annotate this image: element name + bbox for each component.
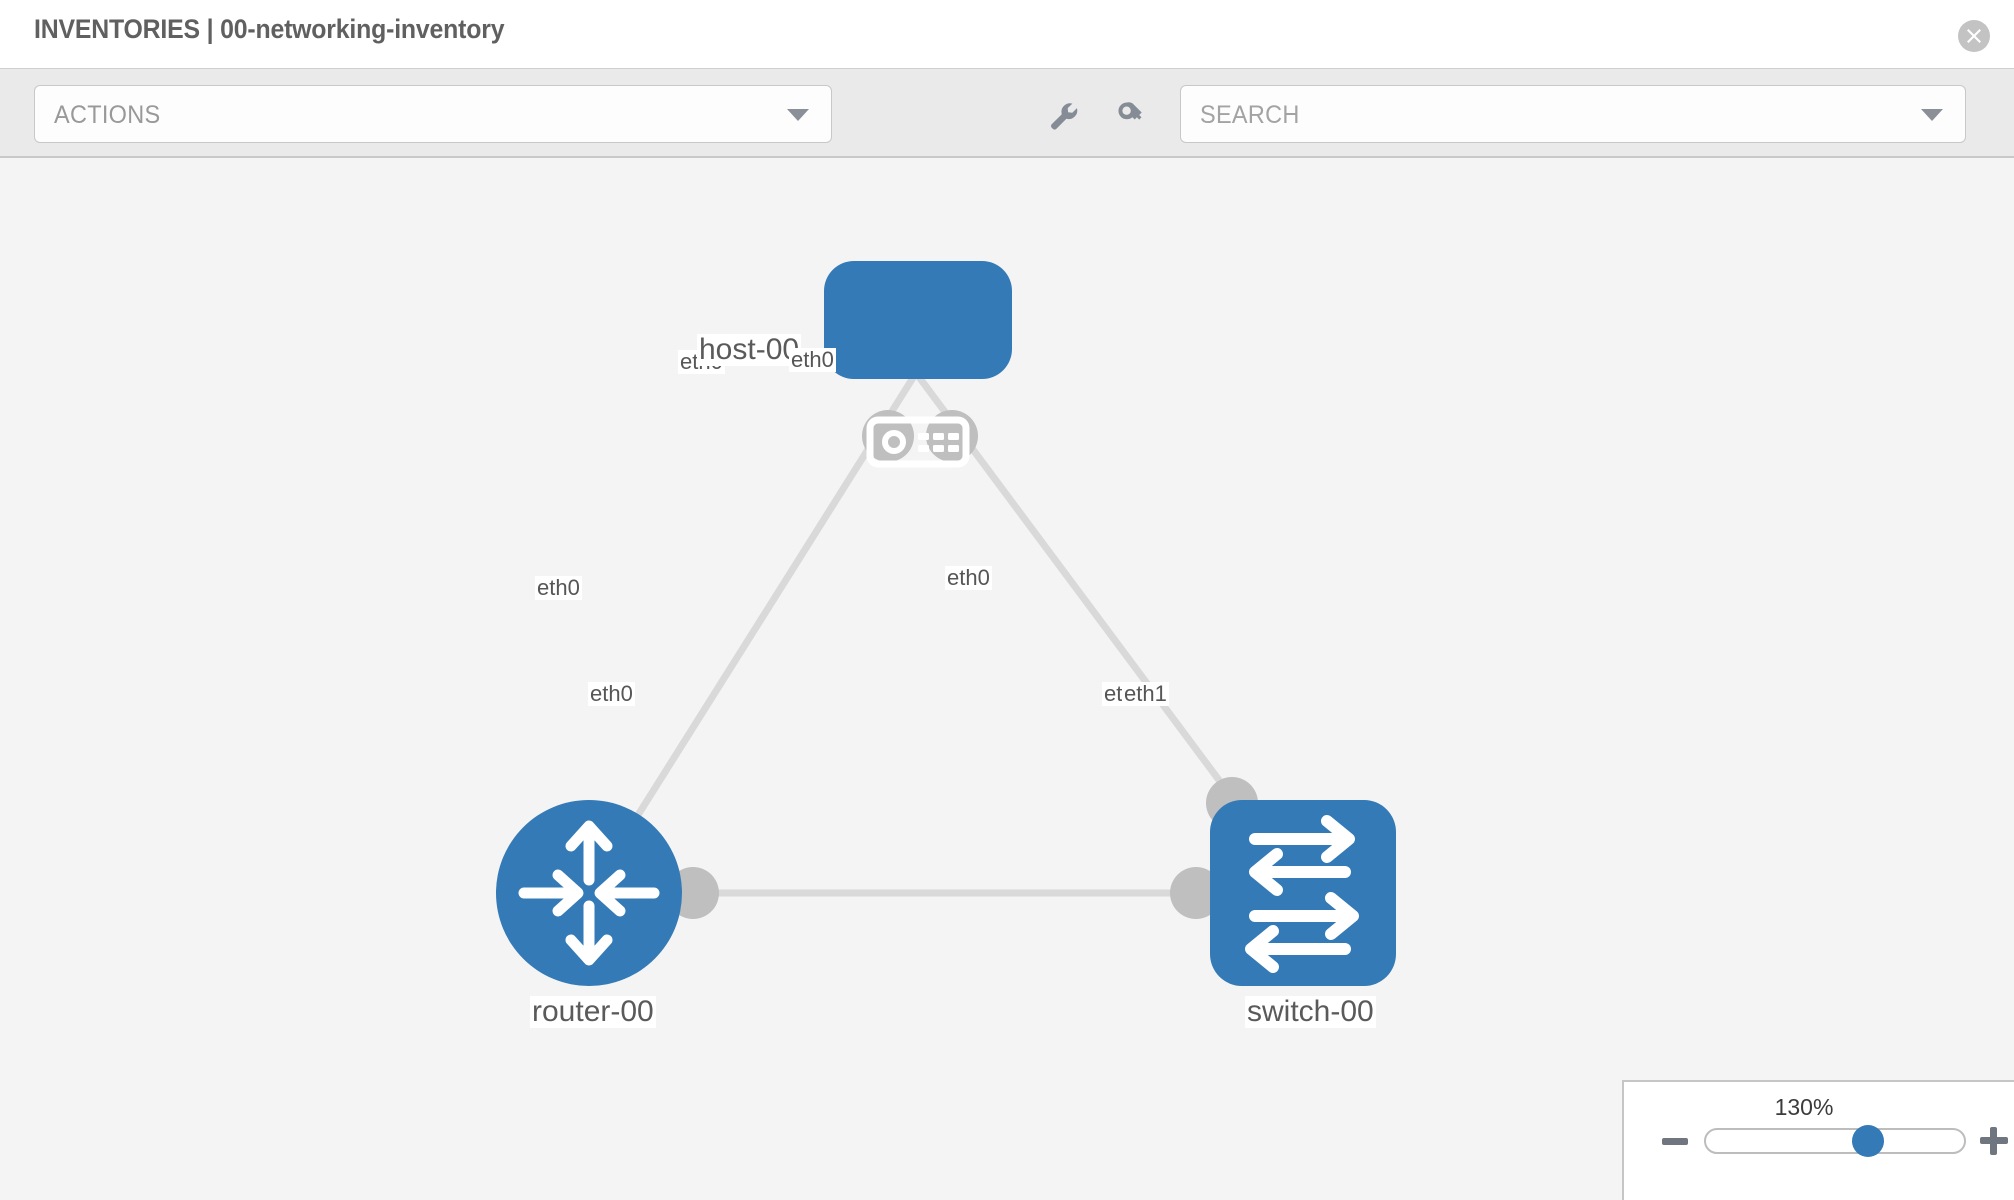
search-input[interactable]: SEARCH	[1180, 85, 1966, 143]
interface-label-router00-eth0-uplink: eth0	[535, 575, 582, 600]
node-switch-00	[1210, 800, 1396, 986]
key-icon[interactable]	[1110, 95, 1150, 135]
zoom-in-button[interactable]	[1980, 1127, 2008, 1155]
wrench-icon[interactable]	[1043, 95, 1083, 135]
node-label-switch-00: switch-00	[1245, 995, 1376, 1028]
node-label-host-00: host-00	[697, 333, 802, 366]
topology-graph	[496, 261, 1396, 986]
node-host-00	[824, 261, 1012, 468]
chevron-down-icon[interactable]	[1921, 109, 1943, 121]
interface-label-host00-eth0-right: eth0	[789, 347, 836, 372]
interface-label-switch00-eth0-uplink: eth0	[945, 565, 992, 590]
actions-dropdown-label: ACTIONS	[54, 101, 161, 129]
interface-label-switch00-eth1: eth1	[1122, 681, 1169, 706]
interface-label-router00-eth0: eth0	[588, 681, 635, 706]
close-icon[interactable]	[1958, 20, 1990, 52]
chevron-down-icon	[787, 109, 809, 121]
interface-stub-switch00-eth1	[1170, 867, 1222, 919]
zoom-slider-handle[interactable]	[1852, 1125, 1884, 1157]
zoom-slider-track[interactable]	[1704, 1128, 1966, 1154]
topology-interfaces	[667, 410, 1258, 919]
node-router-00	[496, 800, 682, 986]
page-header: INVENTORIES | 00-networking-inventory	[0, 0, 2014, 68]
topology-canvas[interactable]: eth0 host-00 eth0 eth0 eth0 eth0 eth0 et…	[0, 158, 2014, 1200]
server-icon	[866, 416, 970, 468]
zoom-control-panel: 130%	[1622, 1080, 2014, 1200]
topology-toolbar: ACTIONS SEARCH	[0, 68, 2014, 158]
link-host00-router00	[586, 371, 919, 895]
zoom-percent-label: 130%	[1774, 1094, 1834, 1120]
search-placeholder: SEARCH	[1200, 101, 1300, 129]
router-arrows-icon	[518, 820, 660, 966]
zoom-out-button[interactable]	[1662, 1138, 1688, 1145]
page-title: INVENTORIES | 00-networking-inventory	[34, 14, 505, 44]
node-label-router-00: router-00	[530, 995, 656, 1028]
switch-arrows-icon	[1245, 815, 1359, 973]
actions-dropdown[interactable]: ACTIONS	[34, 85, 832, 143]
